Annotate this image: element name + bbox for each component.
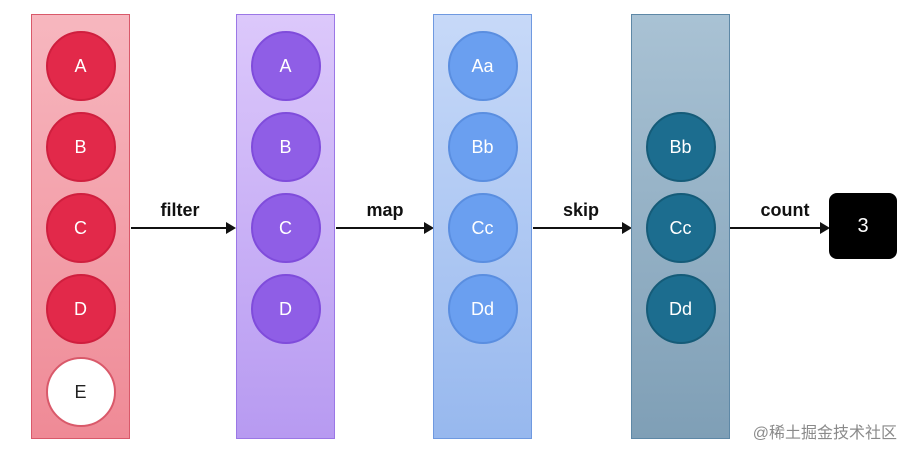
filter-arrow-line	[131, 227, 226, 229]
arrow-head-icon	[820, 222, 830, 234]
element-ball: C	[45, 193, 116, 263]
count-label: count	[760, 200, 810, 220]
map-arrow-line	[336, 227, 424, 229]
element-ball: A	[250, 31, 321, 101]
element-ball: A	[45, 31, 116, 101]
element-ball: Bb	[447, 112, 518, 182]
element-ball: Bb	[645, 112, 716, 182]
element-ball: C	[250, 193, 321, 263]
element-ball: B	[45, 112, 116, 182]
stream-stage-source: A B C D E	[31, 14, 130, 439]
stream-stage-filtered: A B C D	[236, 14, 335, 439]
arrow-head-icon	[622, 222, 632, 234]
stream-stage-mapped: Aa Bb Cc Dd	[433, 14, 532, 439]
element-ball: D	[45, 274, 116, 344]
map-label: map	[366, 200, 404, 220]
element-ball: Cc	[447, 193, 518, 263]
arrow-head-icon	[424, 222, 434, 234]
count-result: 3	[829, 193, 897, 259]
count-arrow-line	[730, 227, 820, 229]
skip-label: skip	[562, 200, 600, 220]
element-ball: D	[250, 274, 321, 344]
element-ball: Dd	[645, 274, 716, 344]
element-ball: B	[250, 112, 321, 182]
skip-arrow-line	[533, 227, 622, 229]
watermark: @稀土掘金技术社区	[752, 425, 897, 442]
element-ball: Cc	[645, 193, 716, 263]
element-ball: Dd	[447, 274, 518, 344]
element-ball-filtered-out: E	[45, 357, 116, 427]
filter-label: filter	[160, 200, 200, 220]
element-ball: Aa	[447, 31, 518, 101]
stream-stage-skipped: Bb Cc Dd	[631, 14, 730, 439]
arrow-head-icon	[226, 222, 236, 234]
